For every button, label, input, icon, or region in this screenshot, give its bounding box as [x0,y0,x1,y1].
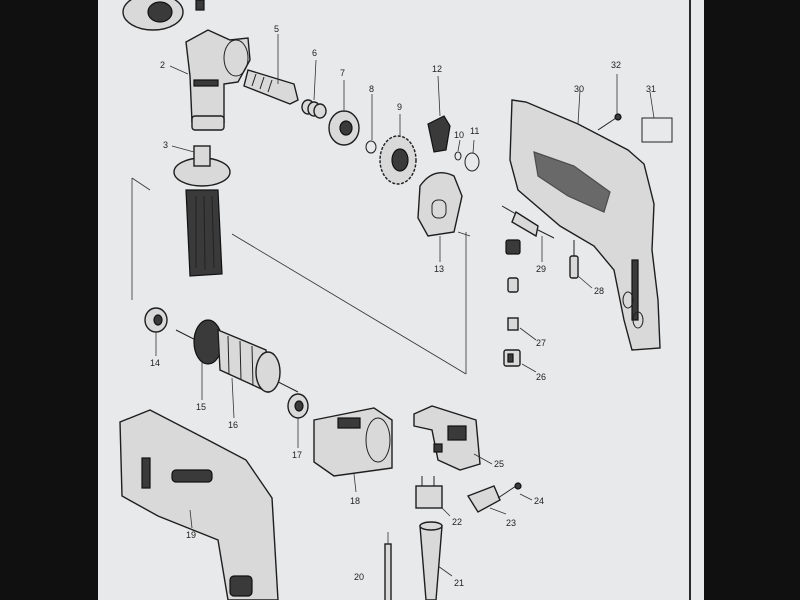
part-16-armature [175,319,299,419]
exploded-parts-diagram: 2 3 5 6 7 8 9 10 11 12 13 14 15 16 17 18… [119,0,673,600]
part-22-capacitor [415,476,451,517]
callout-13: 13 [434,264,444,274]
callout-15: 15 [196,402,206,412]
callout-27: 27 [536,338,546,348]
part-17-bearing [287,393,309,448]
part-25-switch [413,405,493,471]
callout-9: 9 [397,102,402,112]
part-chuck [122,0,205,31]
callout-10: 10 [454,130,464,140]
part-23-cord-clamp [466,485,507,515]
part-3-side-handle [171,145,231,277]
part-19-motor-housing [119,409,279,600]
callout-24: 24 [534,496,544,506]
callout-12: 12 [432,64,442,74]
callout-3: 3 [163,140,168,150]
part-brush-cap-b [505,239,521,255]
part-21-cord-guard [419,521,453,600]
callout-23: 23 [506,518,516,528]
callout-31: 31 [646,84,656,94]
callout-18: 18 [350,496,360,506]
part-9-gear [379,114,417,185]
callout-19: 19 [186,530,196,540]
callout-25: 25 [494,459,504,469]
part-28-spring-pin [569,240,593,289]
callout-17: 17 [292,450,302,460]
callout-11: 11 [470,126,479,136]
part-29-pin [501,205,555,262]
part-30-handle-housing [509,89,661,351]
part-8-ring [365,94,377,154]
callout-22: 22 [452,517,462,527]
part-brush-cap-a [507,277,519,293]
part-11-oring [464,139,480,172]
callout-14: 14 [150,358,160,368]
part-31-label-plate [641,91,673,143]
callout-5: 5 [274,24,279,34]
callout-6: 6 [312,48,317,58]
callout-26: 26 [536,372,546,382]
callout-16: 16 [228,420,238,430]
callout-21: 21 [454,578,464,588]
part-26-brush-holder [503,349,537,373]
part-13-bracket [417,172,463,262]
part-27-carbon-brush [507,317,537,341]
sheet-frame [98,0,691,600]
callout-8: 8 [369,84,374,94]
part-18-stator [313,407,393,493]
part-32-screw [597,74,622,131]
callout-29: 29 [536,264,546,274]
callout-7: 7 [340,68,345,78]
callout-20: 20 [354,572,364,582]
part-7-bearing [328,80,360,146]
part-2-gear-housing [169,29,251,131]
callout-labels: 2 3 5 6 7 8 9 10 11 12 13 14 15 16 17 18… [150,24,656,588]
assembly-guide-lines [131,177,471,375]
part-5-spindle [243,34,299,105]
diagram-sheet: 2 3 5 6 7 8 9 10 11 12 13 14 15 16 17 18… [98,0,704,600]
part-12-lever [427,75,451,153]
part-6-spring [301,59,327,119]
callout-30: 30 [574,84,584,94]
part-20-cable [384,532,392,600]
part-24-screw [497,482,533,501]
callout-28: 28 [594,286,604,296]
part-14-bearing [144,307,168,356]
part-10-washer [454,139,462,161]
callout-2: 2 [160,60,165,70]
callout-32: 32 [611,60,621,70]
